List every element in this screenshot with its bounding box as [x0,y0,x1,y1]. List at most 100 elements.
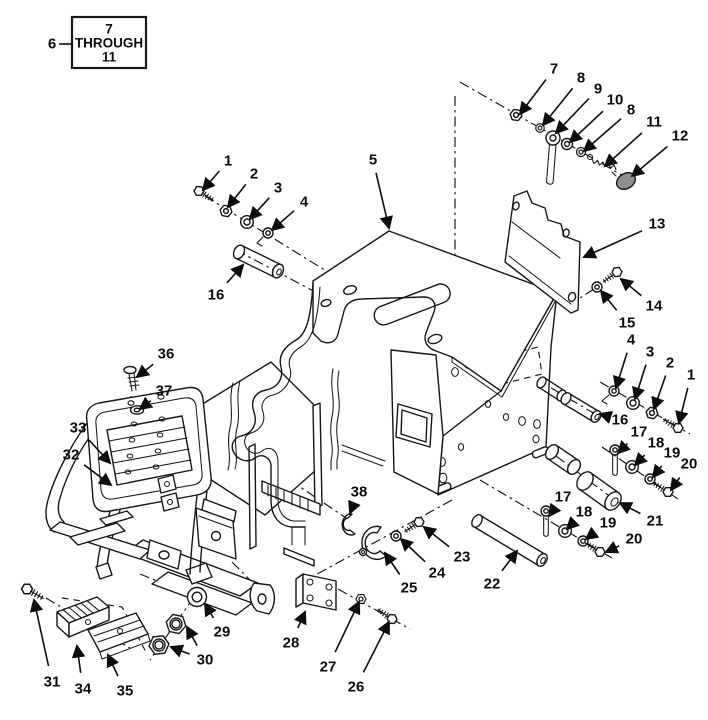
callout-label-29-38: 29 [214,624,231,641]
crescent-part25 [358,525,387,561]
hardware-right-upper-set [536,376,685,436]
callout-label-3-17: 3 [646,344,654,361]
callout-arrow-3 [248,197,270,221]
callout-arrow-16 [226,263,245,284]
callout-arrow-20 [604,540,620,554]
callout-arrow-8 [582,118,622,153]
callout-arrow-19 [584,526,600,541]
hardware-right-lower-set [471,505,607,567]
callout-label-17-26: 17 [555,489,572,506]
reference-box-frame [70,15,148,70]
hardware-left-set [191,183,285,279]
lever-part9 [545,130,561,185]
callout-label-15-15: 15 [619,315,636,332]
callout-arrow-17 [547,502,562,518]
callout-label-19-23: 19 [664,445,681,462]
nut-part30a [163,612,189,636]
channel-part35 [87,612,151,660]
callout-arrow-4 [270,210,295,232]
callout-label-23-31: 23 [454,549,471,566]
hardware-grille-screw [123,365,145,415]
callout-label-3-2: 3 [274,180,282,197]
main-housing-part5 [231,230,558,567]
callout-arrow-20 [669,476,684,492]
callout-label-20-29: 20 [626,531,643,548]
callout-label-32-46: 32 [63,447,80,464]
nut-part7 [508,108,524,122]
callout-label-5-4: 5 [369,152,377,169]
callout-label-24-32: 24 [429,565,446,582]
hardware-bracket-set [249,573,400,627]
callout-arrow-29 [203,602,217,619]
callout-arrow-28 [294,610,307,629]
washer-part4 [262,227,274,239]
ball-part10 [560,137,574,151]
plate-part28 [295,573,337,611]
callout-arrow-23 [422,525,450,548]
callout-arrow-11 [603,132,643,168]
hardware-clamp-set [341,513,427,561]
clevis-pin-part17b [540,505,552,538]
callout-label-31-40: 31 [44,674,61,691]
callout-arrow-25 [383,551,401,575]
callout-label-8-10: 8 [627,102,635,119]
knob-part12 [611,171,637,190]
callout-label-34-41: 34 [75,681,92,698]
hardware-mount-set [19,581,208,660]
callout-label-16-5: 16 [208,287,225,304]
callout-label-18-22: 18 [648,435,665,452]
callout-label-14-14: 14 [646,298,663,315]
callout-arrow-14 [619,277,642,297]
screw-part26 [374,604,400,627]
screw-part36 [123,365,140,392]
callout-label-13-13: 13 [649,216,666,233]
pins-part16-right [536,376,602,423]
callout-arrow-5 [375,172,393,230]
block-part34 [56,596,110,638]
callout-arrow-13 [582,230,643,259]
hardware-plate-screws [591,264,625,293]
callout-label-38-34: 38 [351,484,368,501]
callout-arrow-26 [362,620,390,673]
callout-label-4-16: 4 [627,332,636,349]
callout-label-4-3: 4 [300,194,309,211]
grille-part33 [106,415,193,486]
callout-label-30-39: 30 [197,652,214,669]
callout-label-36-43: 36 [158,346,175,363]
nut-part2 [218,204,234,218]
pin-part16 [232,244,285,279]
callout-arrow-1 [201,170,221,192]
callout-label-16-20: 16 [612,412,629,429]
callout-label-35-42: 35 [117,683,134,700]
clip-part38 [341,513,356,536]
callout-label-12-12: 12 [672,128,689,145]
reference-leader-label: 6 [48,36,56,53]
callout-arrow-35 [106,653,120,677]
bolt-part31 [19,581,47,604]
bushing-part3-right [626,396,640,410]
screw-part14 [599,264,625,287]
nut-part27 [355,593,367,605]
callout-label-9-8: 9 [594,81,602,98]
washer-part15 [591,281,603,293]
callout-label-1-0: 1 [224,153,232,170]
callout-arrow-18 [565,516,580,531]
callout-label-1-19: 1 [687,367,695,384]
callout-label-28-35: 28 [283,635,300,652]
callout-label-21-25: 21 [647,513,664,530]
callout-arrow-2 [651,375,667,411]
callout-arrow-37 [138,396,154,411]
callout-label-20-24: 20 [681,456,698,473]
callout-label-2-1: 2 [250,166,258,183]
callout-arrow-7 [518,79,547,116]
callout-arrow-30 [186,625,199,646]
spring-part11 [586,153,617,171]
callout-arrow-4 [612,352,628,390]
reference-box: 6 7 THROUGH 11 [48,15,148,70]
callout-arrow-8 [541,87,574,127]
cylinder-pin [544,443,582,476]
callout-arrow-16 [598,410,614,424]
callout-label-2-18: 2 [666,355,674,372]
callout-arrow-34 [71,643,86,673]
